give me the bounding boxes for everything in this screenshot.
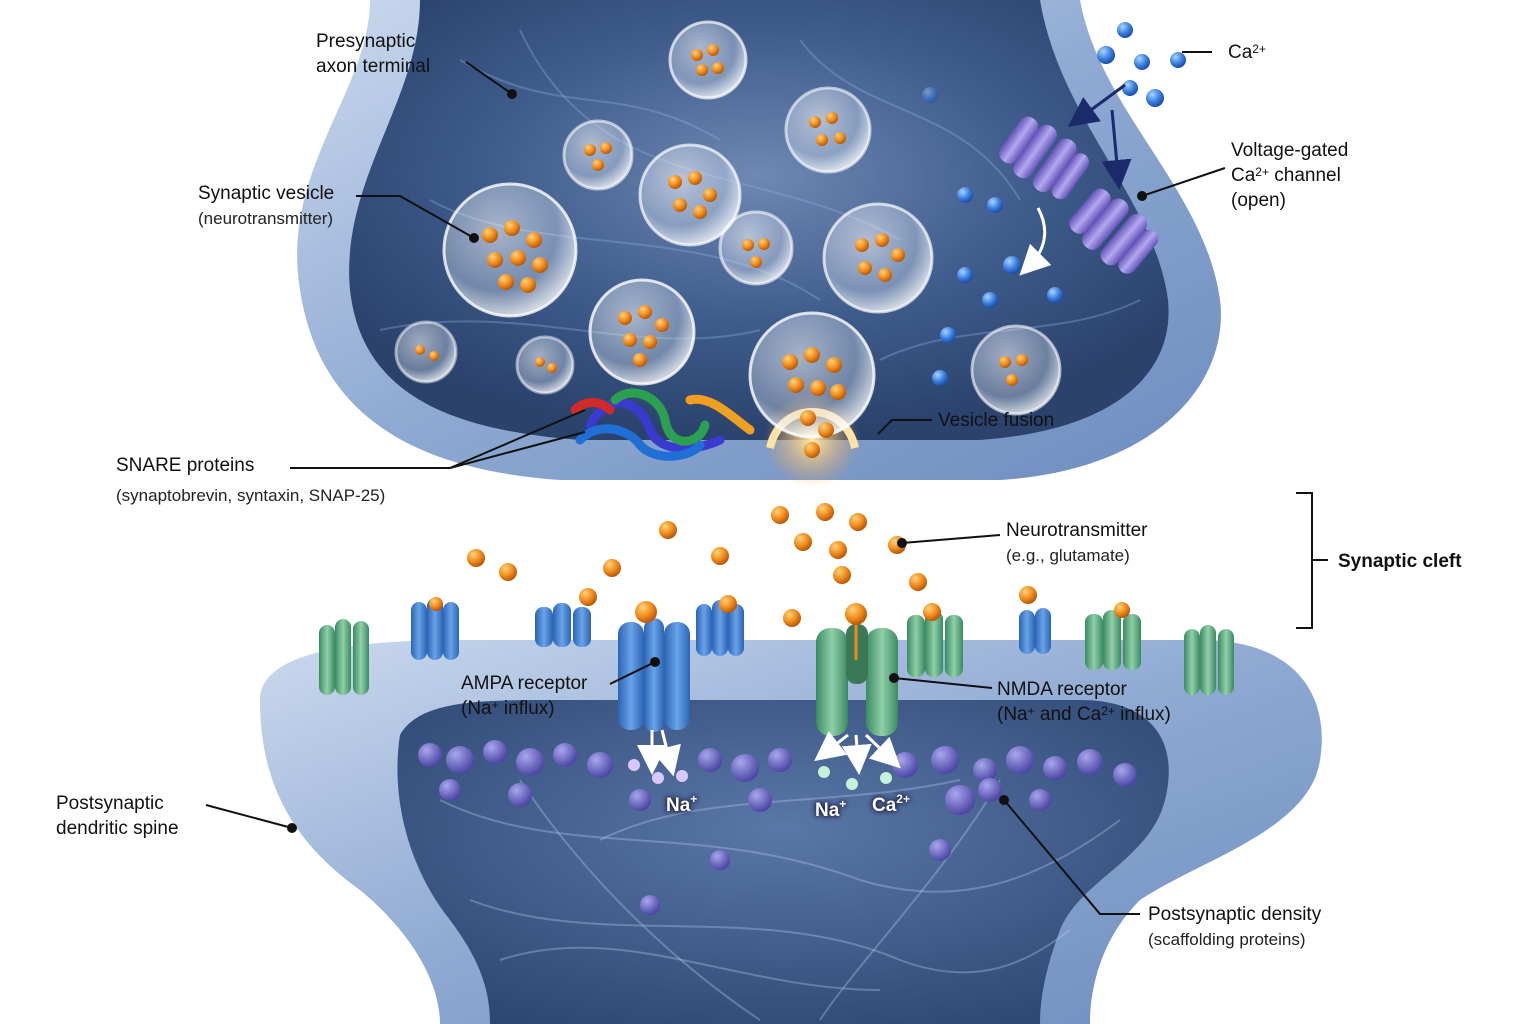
nmda-influx-arrows (814, 730, 901, 775)
na-ampa-base: Na (666, 795, 691, 816)
nmda-l2sup1: + (1027, 704, 1035, 718)
label-nmda-receptor: NMDA receptor (Na+ and Ca2+ influx) (997, 677, 1171, 727)
neurotransmitter-line1: Neurotransmitter (1006, 520, 1148, 541)
snare-line1: SNARE proteins (116, 455, 255, 476)
ampa-l2b: influx) (498, 698, 555, 719)
vgcc-sup: 2+ (1255, 165, 1269, 179)
synaptic-vesicle (668, 20, 748, 100)
ca-base: Ca (1228, 42, 1253, 63)
label-voltage-gated-channel: Voltage-gated Ca2+ channel (open) (1231, 138, 1348, 213)
synaptic-vesicle (562, 119, 634, 191)
ampa-receptor (618, 601, 690, 732)
synaptic-vesicle (970, 324, 1062, 416)
sodium-ions-ampa (628, 759, 688, 784)
calcium-ions (922, 22, 1186, 386)
ca-sup: 2+ (1252, 42, 1266, 56)
synaptic-cleft-bracket (1296, 492, 1328, 629)
presynaptic-line2: axon terminal (316, 56, 431, 77)
released-neurotransmitter (467, 503, 1037, 627)
synaptic-vesicle (515, 335, 575, 395)
postsynaptic-line1: Postsynaptic (56, 793, 164, 814)
vgcc-ca: Ca (1231, 165, 1256, 186)
synaptic-vesicle (718, 210, 794, 286)
na-nmda-sup: + (839, 797, 847, 811)
receptor-cluster-left (319, 595, 744, 695)
label-ca-ion: Ca2+ (1228, 40, 1266, 65)
label-postsynaptic-density: Postsynaptic density (scaffolding protei… (1148, 902, 1321, 952)
postsynaptic-spine (260, 640, 1322, 1024)
ion-label-na-nmda: Na+ (815, 797, 847, 822)
vgcc-channel: channel (1268, 165, 1341, 186)
label-postsynaptic-spine: Postsynaptic dendritic spine (56, 791, 179, 841)
nmda-line2: (Na+ and Ca2+ influx) (997, 702, 1171, 727)
vesicle-line1: Synaptic vesicle (198, 183, 335, 204)
ampa-l2sup: + (491, 698, 499, 712)
vgcc-line1: Voltage-gated (1231, 140, 1349, 161)
synaptic-vesicle (638, 143, 742, 247)
label-presynaptic-axon-terminal: Presynaptic axon terminal (316, 29, 430, 79)
nmda-line1: NMDA receptor (997, 679, 1127, 700)
label-snare-proteins: SNARE proteins (synaptobrevin, syntaxin,… (116, 453, 385, 508)
label-neurotransmitter: Neurotransmitter (e.g., glutamate) (1006, 518, 1148, 568)
snare-proteins (570, 388, 755, 461)
ampa-l2a: (Na (461, 698, 492, 719)
receptor-cluster-right (907, 602, 1234, 695)
postsynaptic-line2: dendritic spine (56, 818, 179, 839)
nmda-l2a: (Na (997, 704, 1028, 725)
presynaptic-line1: Presynaptic (316, 31, 416, 52)
synaptic-vesicle (822, 202, 934, 314)
na-ampa-sup: + (690, 792, 698, 806)
voltage-gated-ca-channel (999, 116, 1159, 274)
nmda-l2c: influx) (1114, 704, 1171, 725)
synaptic-vesicle (588, 278, 696, 386)
na-nmda-base: Na (815, 800, 840, 821)
synaptic-vesicles (394, 20, 1062, 458)
postsynaptic-density (418, 740, 1137, 915)
synaptic-vesicle (784, 86, 872, 174)
synaptic-vesicle (442, 182, 578, 318)
neurotransmitter-line2: (e.g., glutamate) (1006, 546, 1130, 565)
psd-line2: (scaffolding proteins) (1148, 930, 1306, 949)
ampa-influx-arrows (637, 729, 681, 777)
calcium-entry-arrows (1067, 83, 1132, 190)
ca-nmda-base: Ca (872, 795, 897, 816)
synaptic-vesicle (394, 320, 458, 384)
psd-line1: Postsynaptic density (1148, 904, 1322, 925)
ion-label-ca-nmda: Ca2+ (872, 792, 910, 817)
ca-nmda-sup: 2+ (896, 792, 910, 806)
label-synaptic-cleft: Synaptic cleft (1338, 551, 1462, 572)
leader-lines (205, 51, 1226, 915)
fusing-vesicle (748, 311, 876, 458)
ions-nmda (818, 766, 892, 790)
postsynaptic-cytoplasm (397, 700, 1169, 1024)
vesicle-line2: (neurotransmitter) (198, 209, 334, 228)
nmda-receptor (816, 603, 898, 736)
ampa-line1: AMPA receptor (461, 673, 588, 694)
nmda-l2b: and Ca (1034, 704, 1102, 725)
ampa-line2: (Na+ influx) (461, 696, 587, 721)
nmda-l2sup2: 2+ (1101, 704, 1115, 718)
calcium-inflow-arrow (1019, 207, 1052, 276)
label-synaptic-vesicle: Synaptic vesicle (neurotransmitter) (198, 181, 334, 231)
label-vesicle-fusion: Vesicle fusion (938, 410, 1055, 431)
ion-label-na-ampa: Na+ (666, 792, 698, 817)
vgcc-line3: (open) (1231, 190, 1286, 211)
label-ampa-receptor: AMPA receptor (Na+ influx) (461, 671, 587, 721)
vgcc-line2: Ca2+ channel (1231, 163, 1348, 188)
snare-line2: (synaptobrevin, syntaxin, SNAP-25) (116, 486, 386, 505)
